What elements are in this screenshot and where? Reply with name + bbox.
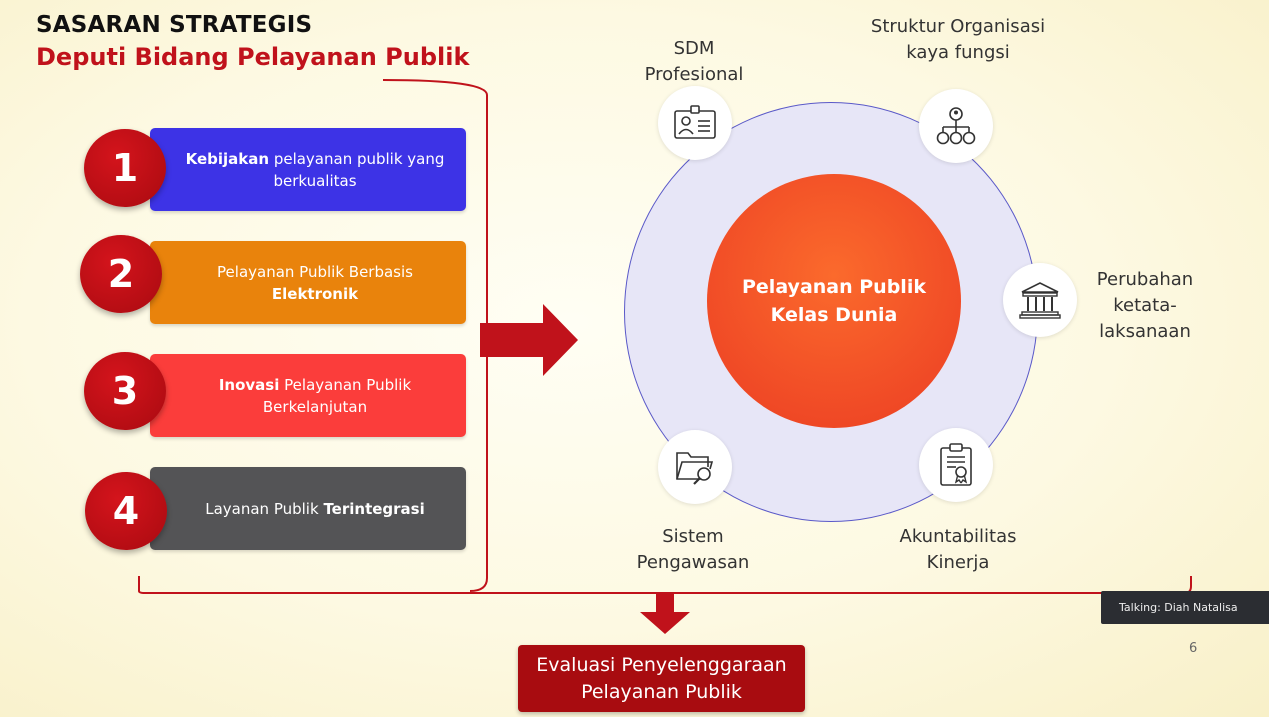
center-label-line2: Kelas Dunia (770, 304, 898, 326)
slide-subtitle: Deputi Bidang Pelayanan Publik (36, 43, 470, 71)
node-perubahan-label-line3: laksanaan (1099, 321, 1191, 342)
node-akuntabilitas-label-line2: Kinerja (926, 552, 990, 573)
node-struktur (919, 89, 993, 163)
node-sistem-label: Sistem Pengawasan (623, 524, 763, 576)
node-perubahan-label: Perubahan ketata- laksanaan (1085, 267, 1205, 345)
objective-card-3: Inovasi Pelayanan Publik Berkelanjutan (150, 354, 466, 437)
objective-2-text: Pelayanan Publik Berbasis (217, 262, 413, 281)
node-sdm-label-line2: Profesional (644, 64, 744, 85)
objective-4-bold: Terintegrasi (323, 499, 425, 518)
objective-1-bold: Kebijakan (185, 149, 270, 168)
node-sistem (658, 430, 732, 504)
objective-number-4: 4 (85, 472, 167, 550)
objective-number-1: 1 (84, 129, 166, 207)
node-akuntabilitas-label-line1: Akuntabilitas (899, 526, 1017, 547)
right-arrow-icon (480, 304, 578, 376)
left-bracket (382, 79, 488, 592)
down-arrow-icon (640, 593, 690, 634)
org-chart-icon (936, 107, 976, 145)
node-akuntabilitas (919, 428, 993, 502)
objective-1-text: pelayanan publik yang (269, 149, 445, 168)
bottom-bracket (138, 576, 1192, 594)
objective-3-text: Pelayanan Publik (279, 375, 412, 394)
node-sdm (658, 86, 732, 160)
objective-number-3: 3 (84, 352, 166, 430)
node-sdm-label: SDM Profesional (634, 36, 754, 88)
objective-3-text-line2: Berkelanjutan (262, 397, 368, 416)
center-label-line1: Pelayanan Publik (742, 276, 926, 298)
folder-search-icon (676, 452, 714, 485)
node-perubahan-label-line2: ketata- (1113, 295, 1177, 316)
talking-indicator: Talking: Diah Natalisa (1101, 591, 1269, 624)
node-akuntabilitas-label: Akuntabilitas Kinerja (888, 524, 1028, 576)
objective-number-2: 2 (80, 235, 162, 313)
slide-title: SASARAN STRATEGIS (36, 12, 313, 38)
node-struktur-label-line1: Struktur Organisasi (870, 16, 1046, 37)
page-number: 6 (1189, 641, 1198, 656)
node-perubahan-label-line1: Perubahan (1096, 269, 1194, 290)
node-struktur-label-line2: kaya fungsi (906, 42, 1010, 63)
objective-3-bold: Inovasi (218, 375, 280, 394)
objective-2-bold: Elektronik (271, 284, 359, 303)
objective-card-2: Pelayanan Publik Berbasis Elektronik (150, 241, 466, 324)
objective-card-4: Layanan Publik Terintegrasi (150, 467, 466, 550)
node-perubahan (1003, 263, 1077, 337)
node-sistem-label-line1: Sistem (662, 526, 724, 547)
evaluation-line1: Evaluasi Penyelenggaraan (536, 653, 787, 676)
certificate-clipboard-icon (940, 443, 972, 486)
objective-1-text-line2: berkualitas (273, 171, 357, 190)
center-circle: Pelayanan Publik Kelas Dunia (707, 174, 961, 428)
institution-building-icon (1019, 282, 1061, 319)
evaluation-line2: Pelayanan Publik (581, 680, 742, 703)
node-sistem-label-line2: Pengawasan (636, 552, 750, 573)
node-sdm-label-line1: SDM (673, 38, 715, 59)
node-struktur-label: Struktur Organisasi kaya fungsi (868, 14, 1048, 66)
objective-card-1: Kebijakan pelayanan publik yang berkuali… (150, 128, 466, 211)
objective-4-text: Layanan Publik (205, 499, 324, 518)
id-card-icon (674, 105, 716, 139)
evaluation-box: Evaluasi Penyelenggaraan Pelayanan Publi… (518, 645, 805, 712)
